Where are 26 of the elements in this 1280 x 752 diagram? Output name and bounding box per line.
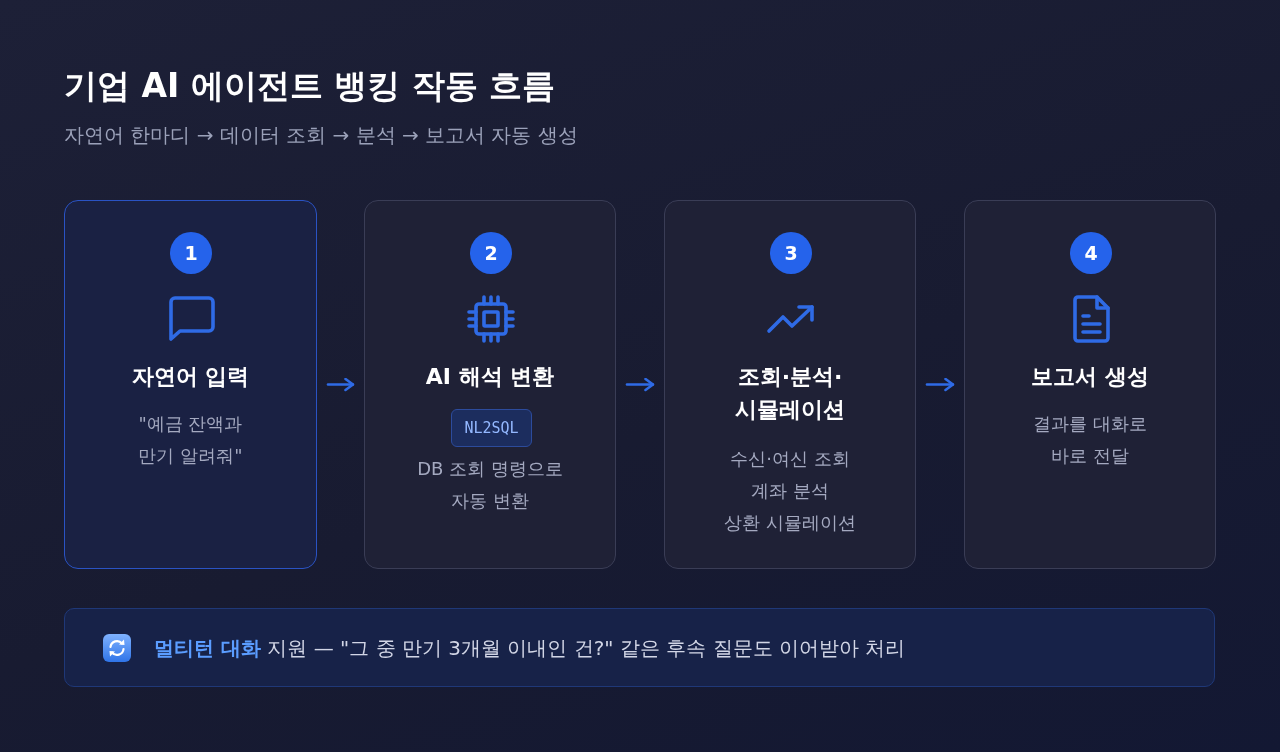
arrow: [925, 377, 955, 392]
step-title: 보고서 생성: [1030, 363, 1150, 391]
step-title: 자연어 입력: [130, 363, 251, 391]
code-tag: NL2SQL: [451, 409, 532, 447]
step-description: 계좌 분석: [750, 479, 830, 503]
step-description: "예금 잔액과 만기 알려줘": [137, 412, 244, 468]
step-card: [364, 200, 616, 569]
arrow: [326, 377, 355, 392]
step-card: [664, 200, 916, 569]
step-title: 조회·분석· 시뮬레이션: [734, 363, 846, 424]
step-number: 1: [170, 232, 212, 274]
step-title: AI 해석 변환: [424, 363, 556, 391]
step-description: DB 조회 명령으로 자동 변환: [416, 457, 564, 513]
step-description: 상환 시뮬레이션: [723, 511, 857, 535]
step-description: 결과를 대화로 바로 전달: [1032, 412, 1148, 468]
step-number: 3: [770, 232, 812, 274]
page-title: 기업 AI 에이전트 뱅킹 작동 흐름: [64, 65, 556, 107]
note-text: 멀티턴 대화 지원 — "그 중 만기 3개월 이내인 건?" 같은 후속 질문도 이어받아 처리: [154, 635, 906, 662]
note-banner: [64, 608, 1215, 687]
step-number: 2: [470, 232, 512, 274]
step-card: [64, 200, 317, 569]
subtitle: 자연어 한마디 → 데이터 조회 → 분석 → 보고서 자동 생성: [64, 122, 578, 149]
step-card: [964, 200, 1216, 569]
step-number: 4: [1070, 232, 1112, 274]
step-description: 수신·여신 조회: [729, 447, 851, 471]
arrow: [625, 377, 655, 392]
